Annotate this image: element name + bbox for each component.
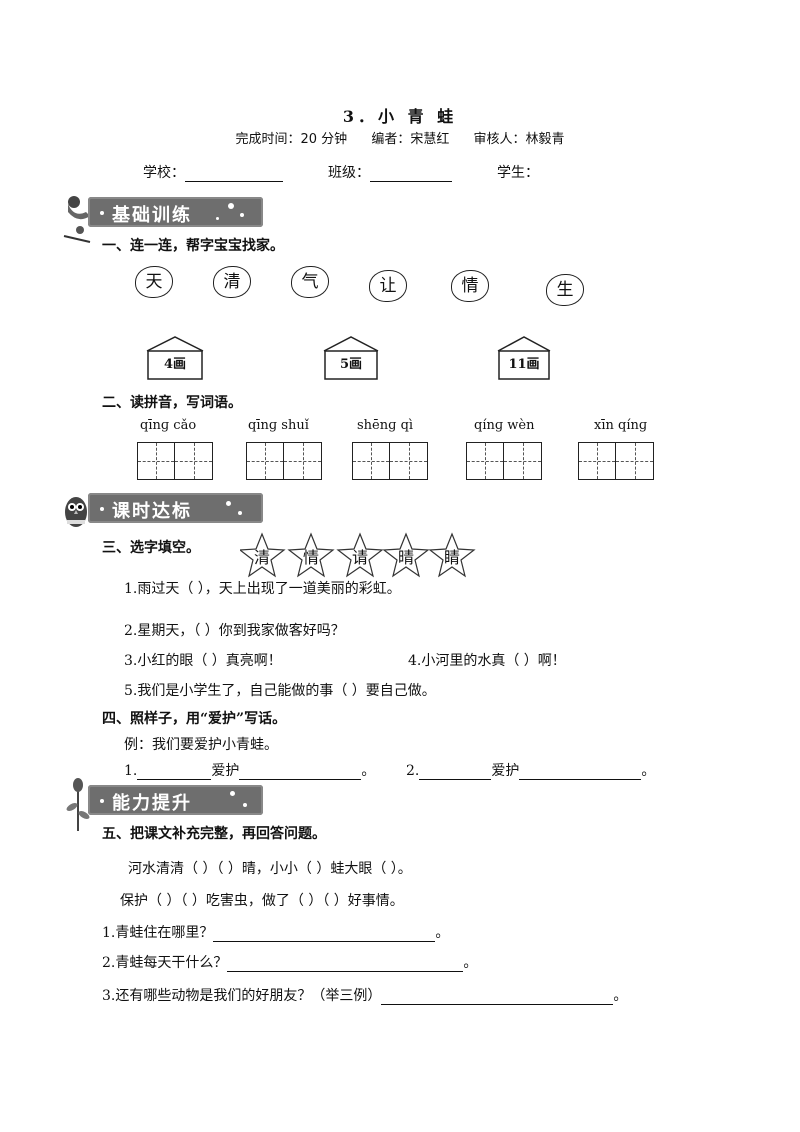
answer-blank[interactable]	[227, 957, 464, 972]
answer-blank[interactable]	[419, 765, 492, 780]
completion-time: 完成时间：20 分钟	[235, 132, 348, 147]
pinyin: qínɡ wèn	[474, 418, 535, 433]
q5-title: 五、把课文补充完整，再回答问题。	[102, 826, 326, 842]
header-meta: 完成时间：20 分钟 编者：宋慧红 审核人：林毅青	[0, 128, 800, 147]
house-label: 11画	[508, 357, 540, 372]
q5-passage-line: 河水清清（ ）（ ）晴，小小（ ）蛙大眼（ ）。	[128, 861, 412, 877]
star-char: 情	[302, 548, 319, 567]
section-banner-ability: 能力提升	[88, 785, 263, 815]
section-banner-basic: 基础训练	[88, 197, 263, 227]
class-label: 班级：	[328, 165, 370, 181]
q3-item: 3.小红的眼（ ）真亮啊！	[124, 653, 282, 669]
char-bubble: 情	[451, 270, 489, 302]
q4-example: 例：我们要爱护小青蛙。	[124, 737, 278, 753]
section-title: 课时达标	[112, 501, 192, 522]
answer-blank[interactable]	[381, 990, 614, 1005]
section-title: 能力提升	[112, 793, 192, 814]
house-box[interactable]: 11画	[496, 335, 552, 381]
char-bubble: 天	[135, 266, 173, 298]
q3-item: 4.小河里的水真（ ）啊！	[408, 653, 566, 669]
writing-grid[interactable]	[246, 442, 322, 480]
pinyin: qīnɡ cǎo	[140, 418, 197, 433]
editor: 编者：宋慧红	[371, 132, 450, 147]
page-title: 3．小 青 蛙	[342, 107, 458, 126]
bird-icon	[60, 190, 92, 245]
star-options: 清 情 请 晴 睛	[240, 532, 480, 580]
school-label: 学校：	[143, 165, 185, 181]
star-char: 清	[253, 548, 270, 567]
q5-question-1: 1.青蛙住在哪里？。	[102, 925, 450, 942]
section-title: 基础训练	[112, 205, 192, 226]
pinyin: shēnɡ qì	[357, 418, 414, 433]
pinyin: qīnɡ shuǐ	[248, 418, 309, 433]
q4-item-2: 2.爱护。	[406, 763, 656, 780]
star-char: 请	[351, 548, 368, 567]
char-bubble: 生	[546, 274, 584, 306]
school-blank[interactable]	[185, 167, 283, 182]
house-label: 4画	[163, 357, 187, 372]
class-blank[interactable]	[370, 167, 452, 182]
q5-question-2: 2.青蛙每天干什么？。	[102, 955, 478, 972]
q3-item: 5.我们是小学生了，自己能做的事（ ）要自己做。	[124, 683, 436, 699]
q3-item: 2.星期天，（ ）你到我家做客好吗？	[124, 623, 345, 639]
char-bubble: 让	[369, 270, 407, 302]
q4-title: 四、照样子，用“爱护”写话。	[102, 711, 287, 727]
plant-icon	[66, 777, 90, 832]
house-box[interactable]: 5画	[322, 335, 380, 381]
star-char: 晴	[397, 548, 414, 567]
writing-grid[interactable]	[137, 442, 213, 480]
reviewer: 审核人：林毅青	[473, 132, 565, 147]
q3-title: 三、选字填空。	[102, 540, 200, 556]
char-bubble: 清	[213, 266, 251, 298]
star-char: 睛	[443, 548, 460, 567]
answer-blank[interactable]	[239, 765, 362, 780]
answer-blank[interactable]	[137, 765, 212, 780]
writing-grid[interactable]	[352, 442, 428, 480]
q4-item-1: 1.爱护。	[124, 763, 376, 780]
q1-title: 一、连一连，帮字宝宝找家。	[102, 238, 284, 254]
q3-item: 1.雨过天（ ），天上出现了一道美丽的彩虹。	[124, 581, 401, 597]
writing-grid[interactable]	[466, 442, 542, 480]
q2-title: 二、读拼音，写词语。	[102, 395, 242, 411]
q5-passage-line: 保护（ ）（ ）吃害虫，做了（ ）（ ）好事情。	[120, 893, 404, 909]
answer-blank[interactable]	[519, 765, 642, 780]
answer-blank[interactable]	[213, 927, 436, 942]
pinyin: xīn qínɡ	[594, 418, 648, 433]
section-banner-lesson: 课时达标	[88, 493, 263, 523]
owl-icon	[63, 490, 89, 532]
school-field: 学校：	[143, 162, 283, 182]
class-field: 班级：	[328, 162, 452, 182]
student-field: 学生：	[497, 162, 539, 182]
q5-question-3: 3.还有哪些动物是我们的好朋友？（举三例）。	[102, 988, 628, 1005]
student-label: 学生：	[497, 165, 539, 181]
house-label: 5画	[339, 357, 363, 372]
writing-grid[interactable]	[578, 442, 654, 480]
house-box[interactable]: 4画	[145, 335, 205, 381]
char-bubble: 气	[291, 266, 329, 298]
